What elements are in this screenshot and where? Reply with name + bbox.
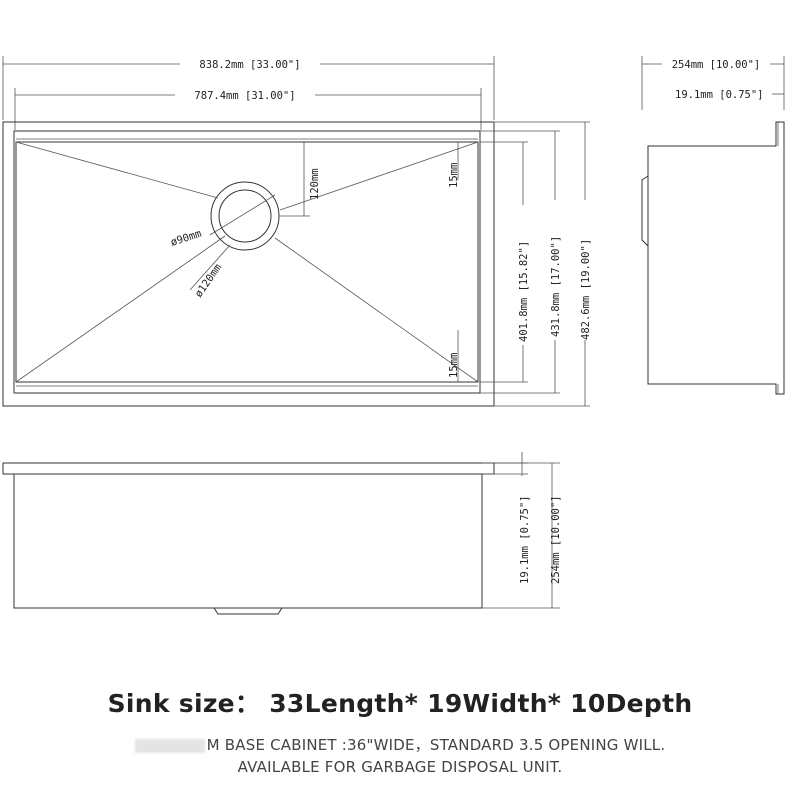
side-profile <box>647 121 785 395</box>
corner-radius-bottom-label: 15mm <box>448 353 460 378</box>
front-body <box>13 473 483 609</box>
sink-size-title: Sink size： 33Length* 19Width* 10Depth <box>107 689 693 718</box>
drain-diameter-label: ø90mm <box>169 228 203 249</box>
overall-width-label: 838.2mm [33.00"] <box>199 59 300 71</box>
bowl-depth-label: 401.8mm [15.82"] <box>518 241 530 342</box>
front-flange-thickness-label: 19.1mm [0.75"] <box>519 495 531 584</box>
side-overall-depth-label: 254mm [10.00"] <box>672 59 761 71</box>
front-flange <box>2 462 495 475</box>
flange-diameter-label: ø120mm <box>193 262 225 300</box>
drain-hole <box>218 189 272 243</box>
side-view: 254mm [10.00"] 19.1mm [0.75"] <box>641 56 785 395</box>
cabinet-note-text: M BASE CABINET :36"WIDE，STANDARD 3.5 OPE… <box>206 736 666 754</box>
drain-flange <box>210 181 280 251</box>
cabinet-note-line2: AVAILABLE FOR GARBAGE DISPOSAL UNIT. <box>237 758 563 776</box>
corner-radius-top-label: 15mm <box>448 163 460 188</box>
top-view: 838.2mm [33.00"] 787.4mm [31.00"] ø90mm … <box>2 56 593 407</box>
inner-length-label: 431.8mm [17.00"] <box>550 236 562 337</box>
front-view: 19.1mm [0.75"] 254mm [10.00"] <box>2 452 562 615</box>
overall-length-label: 482.6mm [19.00"] <box>580 239 592 340</box>
outer-flange <box>2 121 495 407</box>
front-overall-depth-label: 254mm [10.00"] <box>550 495 562 584</box>
cabinet-note-line1: M BASE CABINET :36"WIDE，STANDARD 3.5 OPE… <box>0 734 800 755</box>
inner-width-label: 787.4mm [31.00"] <box>194 90 295 102</box>
inner-rim <box>13 130 481 394</box>
drain-offset-label: 120mm <box>309 168 321 200</box>
blurred-text <box>134 738 205 753</box>
side-flange-thickness-label: 19.1mm [0.75"] <box>675 89 764 101</box>
bowl-basin <box>15 141 479 383</box>
